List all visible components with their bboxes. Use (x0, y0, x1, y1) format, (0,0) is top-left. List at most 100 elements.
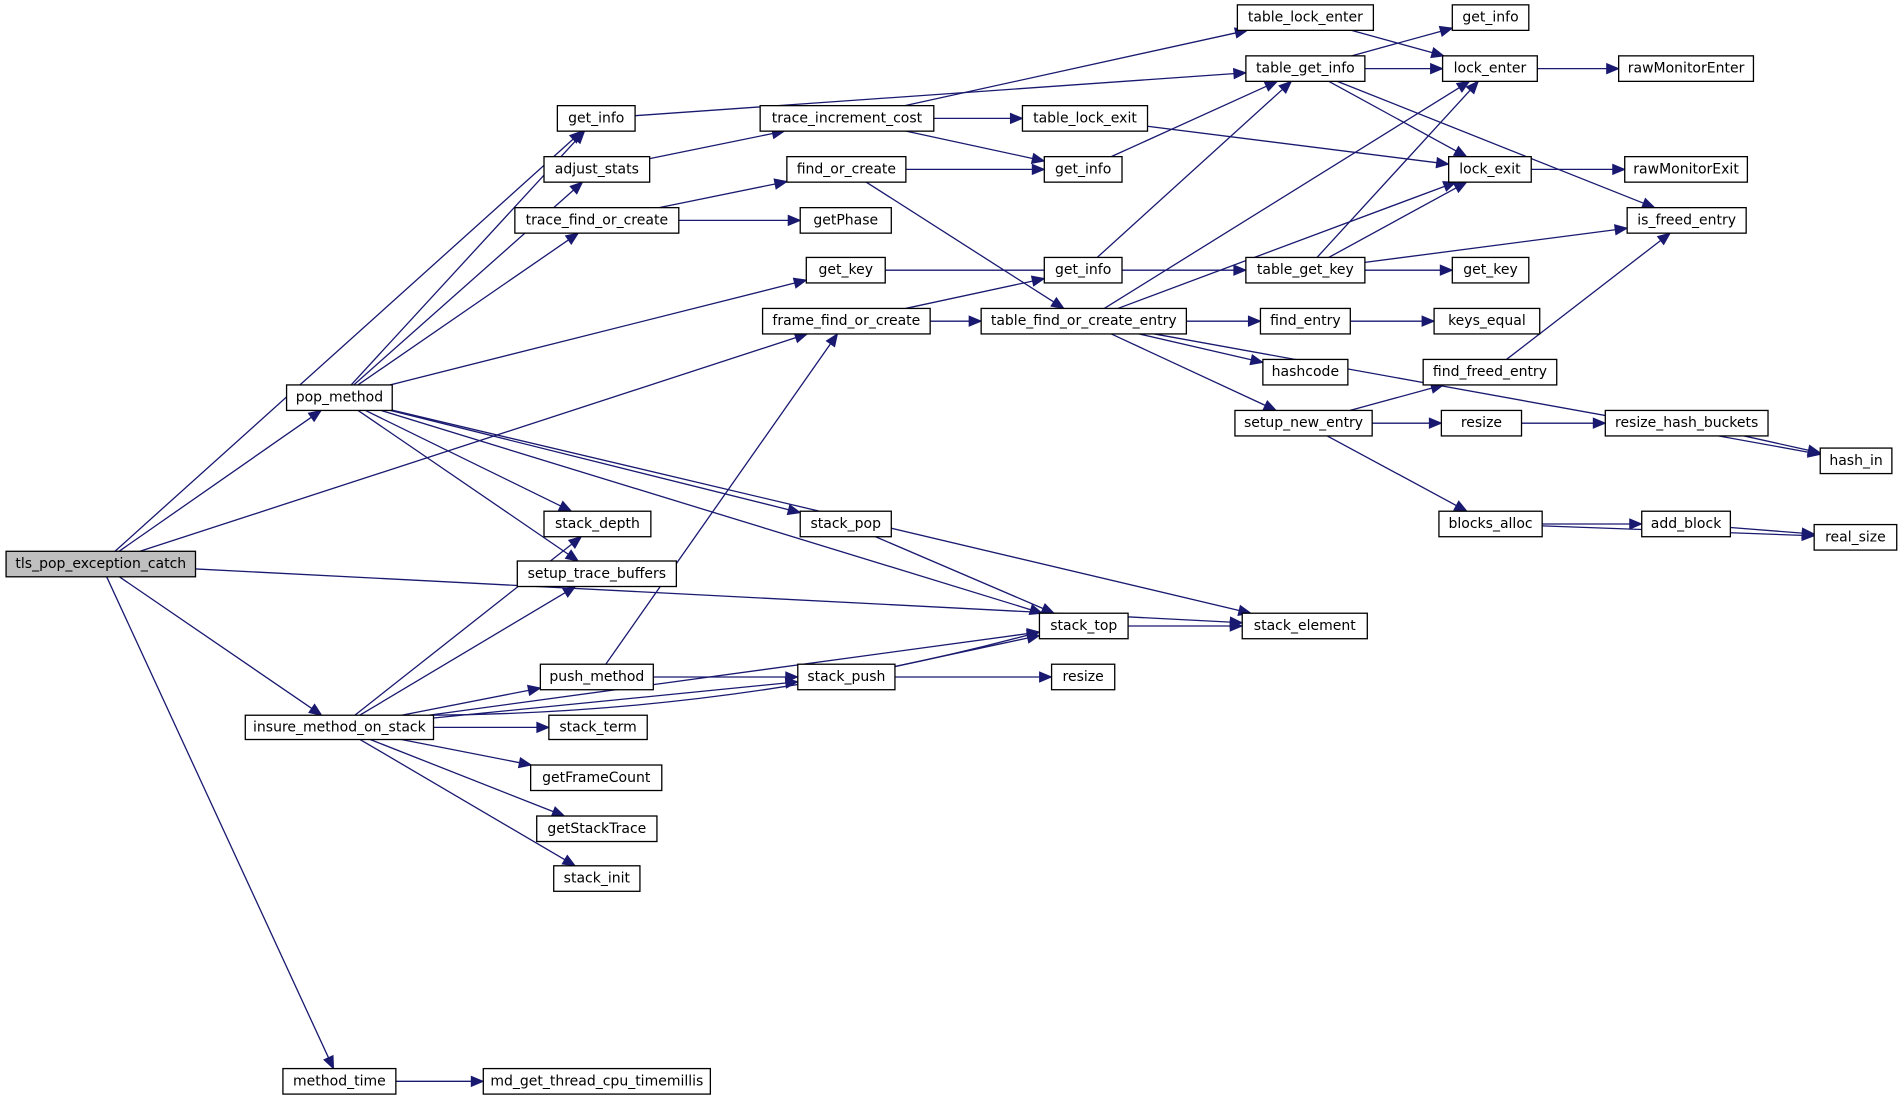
node-find-freed-entry[interactable]: find_freed_entry (1422, 358, 1558, 386)
arrowhead-icon (526, 684, 542, 697)
edge-table-find-or-create-entry-to-find-entry (1186, 315, 1262, 327)
node-getFrameCount[interactable]: getFrameCount (529, 764, 663, 792)
arrowhead-icon (569, 181, 584, 195)
arrowhead-icon (517, 756, 533, 769)
node-find-entry[interactable]: find_entry (1259, 307, 1351, 335)
node-keys-equal[interactable]: keys_equal (1433, 307, 1541, 335)
node-method-time[interactable]: method_time (282, 1067, 397, 1095)
node-lock-enter[interactable]: lock_enter (1441, 55, 1538, 83)
node-stack-element[interactable]: stack_element (1241, 612, 1368, 640)
node-get-info-4[interactable]: get_info (1451, 4, 1530, 32)
node-trace-increment-cost[interactable]: trace_increment_cost (759, 104, 935, 132)
arrowhead-icon (1030, 275, 1046, 287)
node-add-block[interactable]: add_block (1641, 510, 1732, 538)
node-table-lock-exit[interactable]: table_lock_exit (1021, 104, 1149, 132)
node-stack-depth[interactable]: stack_depth (543, 510, 652, 538)
arrowhead-icon (1262, 399, 1278, 411)
node-adjust-stats[interactable]: adjust_stats (543, 155, 651, 183)
edge-line (1147, 125, 1437, 164)
node-box (529, 764, 663, 792)
node-box (536, 815, 658, 843)
node-label: adjust_stats (555, 161, 639, 177)
edge-table-find-or-create-entry-to-setup-new-entry (1110, 333, 1278, 411)
node-label: pop_method (296, 390, 383, 406)
node-tls-pop-exception-catch[interactable]: tls_pop_exception_catch (5, 550, 197, 578)
edge-tls-pop-exception-catch-to-get-info-1 (114, 130, 584, 552)
edge-insure-method-on-stack-to-getFrameCount (401, 738, 533, 769)
edge-line (894, 637, 1028, 668)
node-label: keys_equal (1448, 313, 1526, 329)
node-stack-push[interactable]: stack_push (797, 663, 896, 691)
node-lock-exit[interactable]: lock_exit (1448, 155, 1532, 183)
node-getStackTrace[interactable]: getStackTrace (536, 815, 658, 843)
node-frame-find-or-create[interactable]: frame_find_or_create (761, 307, 931, 335)
node-hashcode[interactable]: hashcode (1262, 358, 1349, 386)
node-resize-1[interactable]: resize (1050, 663, 1116, 691)
node-is-freed-entry[interactable]: is_freed_entry (1626, 206, 1747, 234)
edge-line (401, 689, 529, 716)
node-label: real_size (1825, 529, 1886, 545)
node-stack-term[interactable]: stack_term (548, 714, 648, 741)
edge-line (1351, 29, 1433, 54)
node-resize-hash-buckets[interactable]: resize_hash_buckets (1604, 409, 1769, 437)
node-getPhase[interactable]: getPhase (799, 206, 892, 234)
node-table-get-key[interactable]: table_get_key (1245, 256, 1366, 284)
node-stack-pop[interactable]: stack_pop (799, 510, 892, 538)
edge-line (118, 416, 312, 552)
node-pop-method[interactable]: pop_method (285, 384, 393, 412)
node-get-info-1[interactable]: get_info (556, 104, 636, 132)
node-rawMonitorExit[interactable]: rawMonitorExit (1624, 155, 1749, 183)
arrowhead-icon (1247, 315, 1262, 327)
edge-line (1316, 89, 1471, 258)
node-box (805, 256, 886, 284)
node-table-find-or-create-entry[interactable]: table_find_or_create_entry (980, 307, 1188, 335)
arrowhead-icon (786, 504, 802, 516)
node-stack-top[interactable]: stack_top (1038, 612, 1129, 640)
node-push-method[interactable]: push_method (539, 663, 654, 691)
arrowhead-icon (536, 721, 551, 734)
node-box (761, 307, 931, 335)
edge-line (905, 280, 1033, 310)
arrowhead-icon (1229, 620, 1244, 632)
node-label: get_info (568, 110, 624, 126)
edge-table-get-info-to-lock-enter (1364, 62, 1444, 75)
node-table-lock-enter[interactable]: table_lock_enter (1236, 4, 1375, 32)
node-label: stack_push (807, 669, 885, 685)
node-trace-find-or-create[interactable]: trace_find_or_create (514, 206, 680, 234)
node-resize-2[interactable]: resize (1440, 409, 1523, 437)
node-label: resize (1063, 669, 1104, 685)
node-blocks-alloc[interactable]: blocks_alloc (1438, 510, 1543, 538)
node-get-key-1[interactable]: get_key (805, 256, 886, 284)
node-label: hash_in (1829, 453, 1882, 469)
node-label: get_info (1055, 161, 1111, 177)
node-setup-new-entry[interactable]: setup_new_entry (1234, 409, 1373, 437)
node-find-or-create[interactable]: find_or_create (786, 155, 907, 183)
node-box (1262, 358, 1349, 386)
edge-table-get-key-to-get-key-2 (1364, 264, 1454, 276)
node-get-info-3[interactable]: get_info (1043, 256, 1123, 284)
node-box (799, 206, 892, 234)
node-md-get-thread-cpu-timemillis[interactable]: md_get_thread_cpu_timemillis (482, 1067, 712, 1095)
edge-line (359, 738, 566, 861)
arrowhead-icon (564, 549, 580, 562)
node-label: trace_find_or_create (526, 212, 668, 228)
node-label: insure_method_on_stack (253, 719, 427, 735)
node-box (1451, 256, 1530, 284)
edge-find-or-create-to-get-info-2 (905, 163, 1046, 176)
node-rawMonitorEnter[interactable]: rawMonitorEnter (1618, 55, 1755, 83)
node-hash-in[interactable]: hash_in (1819, 447, 1893, 475)
edge-table-lock-exit-to-lock-exit (1147, 125, 1450, 169)
node-get-key-2[interactable]: get_key (1451, 256, 1530, 284)
node-label: lock_exit (1459, 161, 1521, 177)
node-real-size[interactable]: real_size (1813, 523, 1898, 551)
node-label: get_info (1462, 10, 1518, 26)
arrowhead-icon (787, 214, 802, 227)
arrowhead-icon (1233, 264, 1248, 276)
node-table-get-info[interactable]: table_get_info (1245, 55, 1366, 83)
node-insure-method-on-stack[interactable]: insure_method_on_stack (244, 714, 435, 741)
node-box (786, 155, 907, 183)
node-stack-init[interactable]: stack_init (553, 865, 641, 892)
node-setup-trace-buffers[interactable]: setup_trace_buffers (516, 560, 678, 588)
node-box (1641, 510, 1732, 538)
node-get-info-2[interactable]: get_info (1043, 155, 1123, 183)
